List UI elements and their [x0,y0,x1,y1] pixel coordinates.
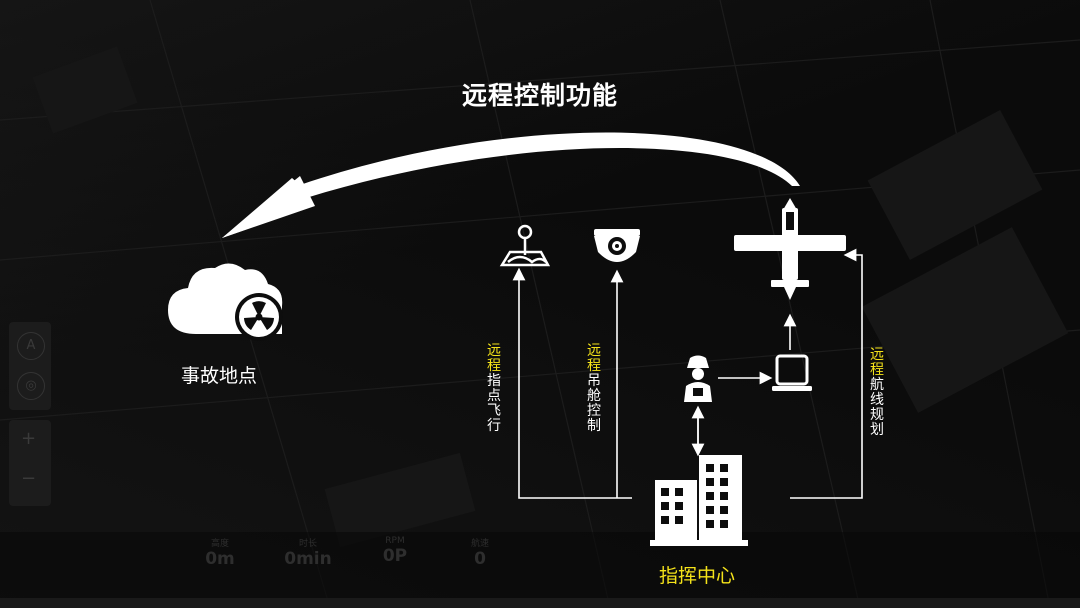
zoom-out-button[interactable]: − [21,468,37,489]
officer-icon [684,355,712,402]
stat-altitude: 高度 0m [205,539,235,569]
laptop-icon [772,354,812,391]
locate-button[interactable]: ◎ [17,372,45,400]
building-icon [650,455,748,546]
function-label-point-flight: 远程指点飞行 [487,343,501,434]
compass-button[interactable]: A [17,332,45,360]
map-pin-icon [499,224,551,267]
zoom-in-button[interactable]: + [21,428,37,449]
function-label-route-planning: 远程航线规划 [870,347,884,438]
flight-status-bar: 高度 0m 时长 0min RPM 0P 航速 0 [0,532,1080,608]
map-tool-panel: A ◎ [9,322,51,410]
accident-site-label: 事故地点 [181,365,258,387]
command-center-label: 指挥中心 [659,565,736,587]
zoom-panel: + − [9,420,51,506]
bottom-strip [0,598,1080,608]
sweep-arrow-icon [222,132,800,238]
function-label-pod-control: 远程吊舱控制 [587,343,601,434]
stat-duration: 时长 0min [284,539,332,569]
stat-rpm: RPM 0P [382,536,408,566]
drone-icon [734,198,846,300]
stat-speed: 航速 0 [470,539,489,569]
camera-pod-icon [594,229,640,262]
connector-lines [512,248,863,499]
cloud-radiation-icon [168,263,283,341]
page-title: 远程控制功能 [461,81,618,110]
